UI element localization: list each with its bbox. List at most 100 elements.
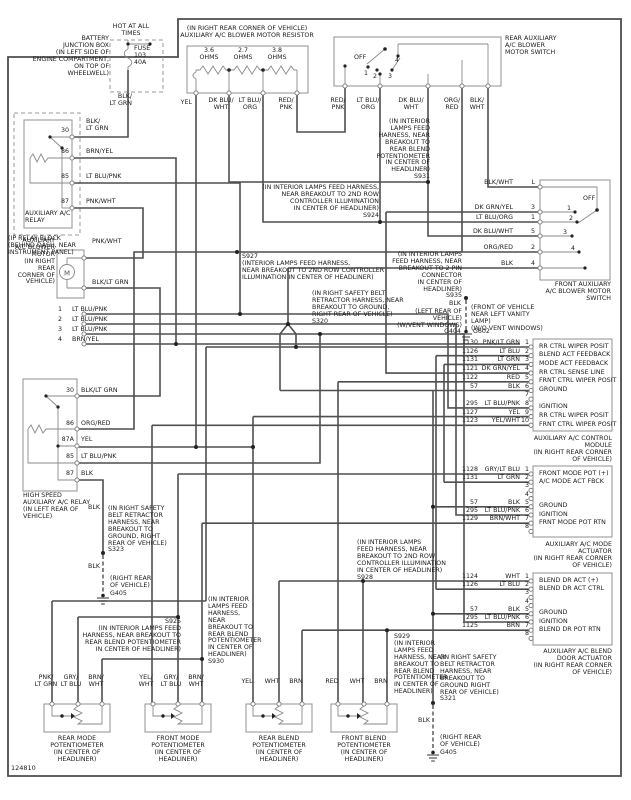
component-internals: M (27, 40, 598, 481)
ground-icon (427, 754, 439, 762)
auxiliary-ac-blend-door-actuator-circuit-number: 1125 (461, 622, 478, 630)
diagram-id-number: 124810 (11, 764, 36, 772)
rear-aux-blower-switch-box (333, 36, 502, 87)
ground-g405-right-label: G405 (440, 749, 457, 756)
front-mode-pot-caption: FRONT MODE POTENTIOMETER (IN CENTER OF H… (151, 735, 205, 763)
auxiliary-ac-mode-actuator-pin-connector (528, 520, 534, 526)
pot-pin-connector (75, 701, 81, 707)
diagram-label: BLK/ WHT (469, 97, 485, 111)
auxiliary-ac-control-module-wire-color: DK GRN/YEL (481, 365, 520, 373)
auxiliary-ac-control-module-circuit-number: 295 (465, 399, 478, 407)
auxiliary-ac-blend-door-actuator-pin-connector (528, 619, 534, 625)
rear-switch-lever-icon (366, 48, 386, 65)
diagram-label: ORG/RED (81, 420, 111, 427)
auxiliary-ac-blend-door-actuator-pin-number: 7 (524, 622, 529, 630)
auxiliary-ac-control-module-caption: AUXILIARY A/C CONTROL MODULE (IN RIGHT R… (533, 435, 612, 463)
diagram-label: ORG/ RED (443, 97, 461, 111)
auxiliary-ac-blend-door-actuator-pin-connector (528, 594, 534, 600)
diagram-label: DK BLU/ WHT (398, 97, 424, 111)
pot-pin-connector (150, 701, 156, 707)
auxiliary-ac-control-module-wire-color: LT BLU/PNK (484, 399, 520, 407)
rear-aux-switch-caption: REAR AUXILIARY A/C BLOWER MOTOR SWITCH (505, 35, 557, 56)
auxiliary-ac-blend-door-actuator-pin-function: BLEND DR POT RTN (539, 625, 601, 633)
ground-g404-label: G404 (444, 328, 461, 335)
auxiliary-ac-control-module-circuit-number: 1126 (461, 347, 478, 355)
auxiliary-ac-control-module-pin-function: FRNT CTRL WIPER POSIT (539, 420, 617, 428)
pot-wiper-arrow-icon (357, 713, 361, 719)
diagram-label: RED (325, 678, 339, 685)
dashed-ground-wires (102, 300, 467, 752)
diagram-label: GRY/ LT BLU (60, 674, 82, 688)
splice-s931-label: (IN INTERIOR LAMPS FEED HARNESS, NEAR BR… (376, 118, 430, 181)
rear-mode-pot-caption: REAR MODE POTENTIOMETER (IN CENTER OF HE… (50, 735, 104, 763)
diagram-label: (LEFT REAR OF VEHICLE) (W/VENT WINDOWS) (397, 308, 462, 329)
diagram-label: LT BLU/PNK (72, 326, 108, 333)
aux-ac-blower-motor-caption: AUXILIARY A/C BLOWER MOTOR (IN RIGHT REA… (15, 237, 55, 286)
auxiliary-ac-mode-actuator-pin-function: FRONT MODE POT (+) (539, 469, 609, 477)
auxiliary-ac-control-module-pin-connector (528, 370, 534, 376)
diagram-label: 3 (57, 326, 62, 333)
diagram-label: 4 (395, 57, 400, 64)
auxiliary-ac-control-module-wire-color: RED (506, 373, 520, 381)
auxiliary-ac-mode-actuator-pin-connector (528, 528, 534, 534)
auxiliary-ac-blend-door-actuator-pin-number: 4 (524, 597, 529, 605)
auxiliary-ac-control-module-pin-connector (528, 414, 534, 420)
auxiliary-ac-control-module-wire-color: YEL/WHT (491, 417, 520, 425)
auxiliary-ac-control-module-wire-color: LT BLU (499, 347, 520, 355)
pot-wiper-arrow-icon (171, 713, 175, 719)
resistor-caption: (IN RIGHT REAR CORNER OF VEHICLE) AUXILI… (180, 25, 314, 39)
auxiliary-ac-control-module-pin-connector (528, 379, 534, 385)
auxiliary-ac-control-module-pin-connector (528, 405, 534, 411)
auxiliary-ac-mode-actuator-pin-number: 7 (524, 515, 529, 523)
splice-s924-label: (IN INTERIOR LAMPS FEED HARNESS, NEAR BR… (262, 184, 379, 219)
pot-pin-connector (49, 701, 55, 707)
relay-coil-icon (29, 152, 49, 164)
auxiliary-ac-mode-actuator-box (532, 465, 613, 538)
rear-blend-pot-caption: REAR BLEND POTENTIOMETER (IN CENTER OF H… (252, 735, 306, 763)
auxiliary-ac-mode-actuator-pin-number: 2 (524, 474, 529, 482)
hs-relay-coil-icon (27, 423, 47, 435)
ground-icon (460, 333, 472, 341)
front-mode-potentiometer-box (144, 703, 212, 733)
auxiliary-ac-control-module-pin-function: BLEND ACT FEEDBACK (539, 351, 611, 359)
pot-resistor-icon (273, 704, 303, 725)
front-auxiliary-ac-blower-motor-switch-pins-wire-color: DK GRN/YEL (474, 204, 513, 211)
auxiliary-ac-control-module-circuit-number: 1121 (461, 365, 478, 373)
diagram-label: LT BLU/ ORG (238, 97, 262, 111)
auxiliary-ac-control-module-circuit-number: 1122 (461, 373, 478, 381)
front-blend-pot-caption: FRONT BLEND POTENTIOMETER (IN CENTER OF … (337, 735, 391, 763)
front-auxiliary-ac-blower-motor-switch-pins-pin-number: 3 (530, 204, 535, 211)
auxiliary-ac-control-module-pin-number: 7 (524, 391, 529, 399)
aux-ac-relay-caption: AUXILIARY A/C RELAY (25, 210, 71, 224)
ground-g602-label: G602 (473, 328, 490, 335)
auxiliary-ac-control-module-wire-color: PNK/LT GRN (482, 339, 520, 346)
battery-junction-box (109, 39, 164, 93)
ip-relay-block-label: (IP RELAY BLOCK (BEHIND DASH, NEAR INSTR… (8, 235, 77, 256)
auxiliary-ac-blend-door-actuator-pin-function: GROUND (539, 609, 568, 617)
aux-ac-relay-outer-box (13, 112, 81, 236)
diagram-label: 30 (60, 127, 69, 134)
front-switch-lever-icon (577, 209, 598, 224)
diagram-label: 85 (65, 453, 74, 460)
pot-resistor-icon (172, 704, 203, 725)
diagram-label: PNK/WHT (92, 238, 122, 245)
auxiliary-ac-control-module-pin-number: 2 (524, 347, 529, 355)
front-auxiliary-ac-blower-motor-switch-pins-pin-connector (537, 219, 543, 225)
auxiliary-ac-control-module-circuit-number: 1131 (461, 356, 478, 364)
auxiliary-ac-control-module-pin-function: IGNITION (539, 403, 568, 411)
front-auxiliary-ac-blower-motor-switch-pins-pin-connector (537, 209, 543, 215)
auxiliary-ac-blend-door-actuator-wire-color: WHT (505, 573, 520, 580)
pot-wiper-arrow-icon (71, 713, 75, 719)
pot-wiper-icon (51, 704, 71, 717)
auxiliary-ac-control-module-pin-number: 9 (524, 408, 529, 416)
diagram-label: DK BLU/ WHT (208, 97, 234, 111)
front-auxiliary-ac-blower-motor-switch-pins-pin-connector (537, 249, 543, 255)
front-aux-switch-caption: FRONT AUXILIARY A/C BLOWER MOTOR SWITCH (545, 281, 611, 302)
diagram-label: (RIGHT REAR OF VEHICLE) (110, 575, 152, 589)
pot-wiper-icon (337, 704, 357, 717)
aux-ac-relay-box (23, 119, 73, 229)
auxiliary-ac-control-module-pin-number: 8 (524, 399, 529, 407)
front-auxiliary-ac-blower-motor-switch-pins-wire-color: ORG/RED (483, 244, 513, 251)
diagram-label: YEL (180, 99, 192, 106)
diagram-label: RED/ PNK (278, 97, 294, 111)
